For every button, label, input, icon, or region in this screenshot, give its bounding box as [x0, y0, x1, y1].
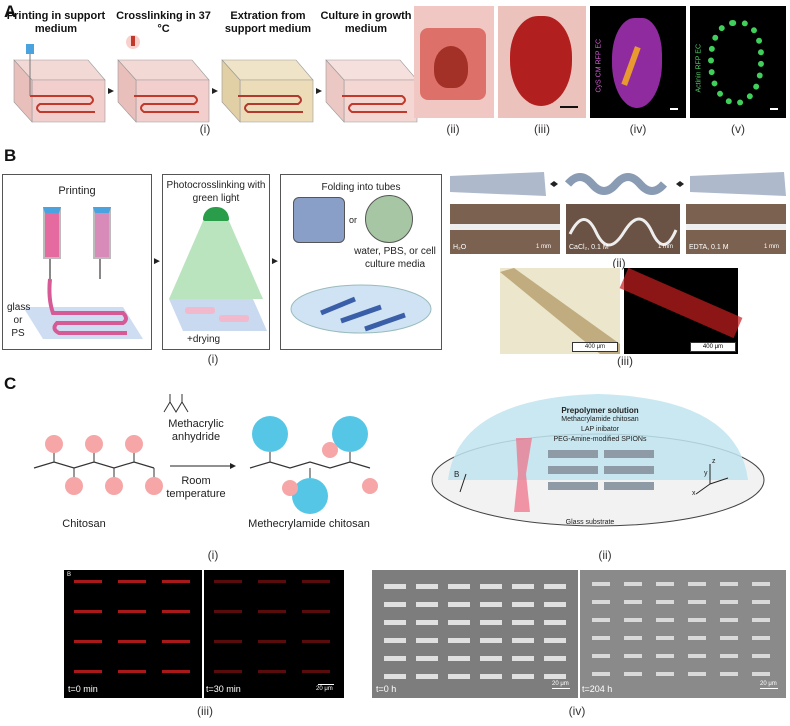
t204-h-label: t=204 h — [582, 684, 613, 694]
media-label: water, PBS, or cell culture media — [354, 246, 436, 270]
panel-letter-b: B — [4, 146, 17, 165]
support-box-1 — [13, 44, 106, 123]
t0-min-label: t=0 min — [68, 684, 98, 694]
t30-min-label: t=30 min — [206, 684, 241, 694]
photocrosslinking-box: Photocrosslinking with green light +dryi… — [162, 174, 270, 350]
chitosan-label: Chitosan — [62, 518, 106, 530]
micrograph-h2o: H₂O 1 mm — [450, 204, 560, 254]
label-c-iii: (iii) — [197, 704, 213, 718]
fluorescent-tube-image: 400 μm — [619, 267, 743, 354]
red-heart-photo — [498, 6, 586, 118]
scale-cacl2: 1 mm — [658, 244, 673, 250]
substrate-label: glass or PS — [7, 302, 31, 339]
chitosan-reaction-scheme — [33, 416, 378, 514]
printing-box: Printing glass or PS — [2, 174, 152, 350]
micro-label-h2o: H₂O — [453, 244, 467, 251]
arrow-b-2: ► — [270, 256, 280, 267]
prepolymer-title: Prepolymer solution — [561, 406, 639, 415]
brightfield-tube-image: 400 μm — [500, 268, 620, 354]
support-box-3 — [221, 59, 314, 123]
scale-20-iii: 20 μm — [316, 686, 333, 692]
micro-label-cacl2: CaCl₂, 0.1 M — [569, 244, 609, 251]
label-c-ii: (ii) — [598, 548, 612, 562]
prepolymer-item-2: LAP inibator — [580, 426, 619, 433]
anhydride-structure — [163, 394, 189, 413]
axis-x-label: x — [692, 490, 696, 497]
panel-letter-a: A — [4, 2, 17, 21]
folding-label: Folding into tubes — [321, 182, 401, 193]
label-c-iv: (iv) — [568, 704, 586, 718]
scale-400-fl: 400 μm — [690, 342, 736, 352]
step-extraction-label: Extration from support medium — [224, 10, 312, 35]
printing-process-schematic — [13, 35, 418, 123]
label-a-ii: (ii) — [446, 122, 460, 136]
photo-label: Photocrosslinking with green light — [166, 180, 266, 204]
scale-20-iv-b: 20 μm — [760, 681, 777, 687]
fluoro-v-legend: Actinin RFP EC — [695, 44, 703, 93]
fluorescence-image-iv: CyS CM RFP EC — [590, 6, 686, 118]
or-label: or — [349, 215, 358, 225]
step-printing-label: Printing in support medium — [6, 10, 106, 35]
support-box-4 — [325, 59, 418, 123]
prepolymer-setup-schematic — [431, 394, 765, 527]
condition-label: Room temperature — [166, 475, 226, 500]
micro-label-edta: EDTA, 0.1 M — [689, 244, 729, 251]
step-culture-label: Culture in growth medium — [320, 10, 412, 35]
axis-y-label: y — [704, 470, 708, 477]
label-c-i: (i) — [207, 548, 219, 562]
micrograph-cacl2: CaCl₂, 0.1 M 1 mm — [566, 204, 680, 254]
tube-folding-schematic — [450, 172, 786, 196]
support-box-2 — [117, 35, 210, 123]
img-iii-letter: B — [67, 572, 72, 578]
label-a-v: (v) — [731, 122, 745, 136]
micrograph-edta: EDTA, 0.1 M 1 mm — [686, 204, 786, 254]
fluoro-iv-legend: CyS CM RFP EC — [595, 38, 603, 93]
panel-letter-c: C — [4, 374, 17, 393]
label-b-i: (i) — [207, 352, 219, 366]
micropattern-t204-image: t=204 h 20 μm — [580, 570, 786, 698]
printing-label: Printing — [58, 185, 96, 197]
prepolymer-item-3: PEG-Amine-modified SPIONs — [553, 436, 647, 443]
scale-20-iv-a: 20 μm — [552, 681, 569, 687]
drying-label: +drying — [187, 334, 221, 345]
label-a-i: (i) — [199, 122, 211, 136]
scale-edta: 1 mm — [764, 244, 779, 250]
label-a-iv: (iv) — [629, 122, 647, 136]
prepolymer-item-1: Methacrylamide chitosan — [561, 416, 639, 423]
reagent-label: Methacrylic anhydride — [168, 418, 224, 443]
scale-400-bf: 400 μm — [572, 342, 618, 352]
glass-substrate-label: Glass substrate — [565, 519, 615, 526]
axis-z-label: z — [712, 458, 716, 465]
arrow-b-1: ► — [152, 256, 162, 267]
micropattern-t0-image: t=0 h 20 μm — [372, 570, 578, 698]
fluorescence-image-v: Actinin RFP EC — [690, 6, 786, 118]
b-field-label: B — [454, 470, 460, 479]
label-b-ii: (ii) — [612, 256, 626, 270]
product-label: Methecrylamide chitosan — [248, 518, 370, 530]
step-crosslinking-label: Crosslinking in 37 °C — [116, 10, 211, 35]
t0-h-label: t=0 h — [376, 684, 397, 694]
fluorescence-t30-image: t=30 min 20 μm — [204, 570, 344, 698]
heart-in-gel-photo — [414, 6, 494, 118]
folding-box: Folding into tubes or water, PBS, or cel… — [280, 174, 442, 350]
label-a-iii: (iii) — [534, 122, 550, 136]
label-b-iii: (iii) — [617, 354, 633, 368]
scale-h2o: 1 mm — [536, 244, 551, 250]
fluorescence-t0-image: B t=0 min — [64, 570, 202, 698]
